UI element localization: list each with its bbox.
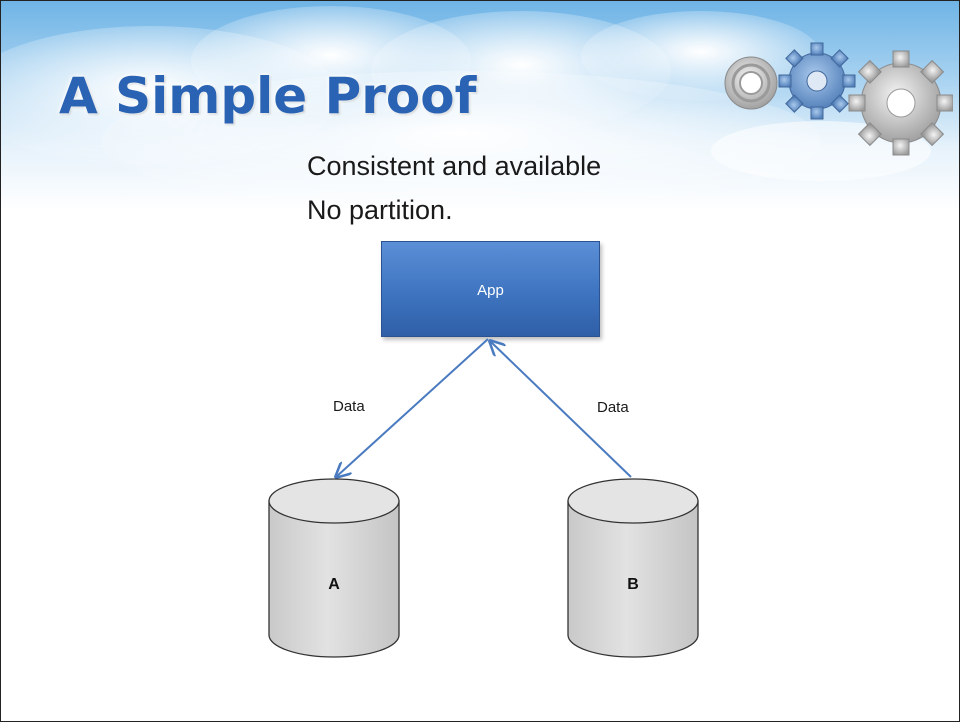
database-a-label: A: [328, 576, 340, 593]
database-a: [268, 478, 400, 658]
slide-title: A Simple Proof: [59, 67, 477, 125]
clouds-decoration: [1, 6, 931, 211]
app-node-label: App: [477, 282, 504, 299]
database-b-label: B: [627, 576, 639, 593]
bullet-consistent: Consistent and available: [307, 151, 602, 181]
edge-label-left: Data: [333, 398, 365, 415]
gears-icon: [724, 42, 953, 156]
bullet-list: Consistent and available No partition.: [307, 144, 601, 232]
bullet-no-partition: No partition.: [307, 195, 453, 225]
database-b: [567, 478, 699, 658]
app-node: App: [381, 241, 600, 337]
edge-label-right: Data: [597, 399, 629, 416]
